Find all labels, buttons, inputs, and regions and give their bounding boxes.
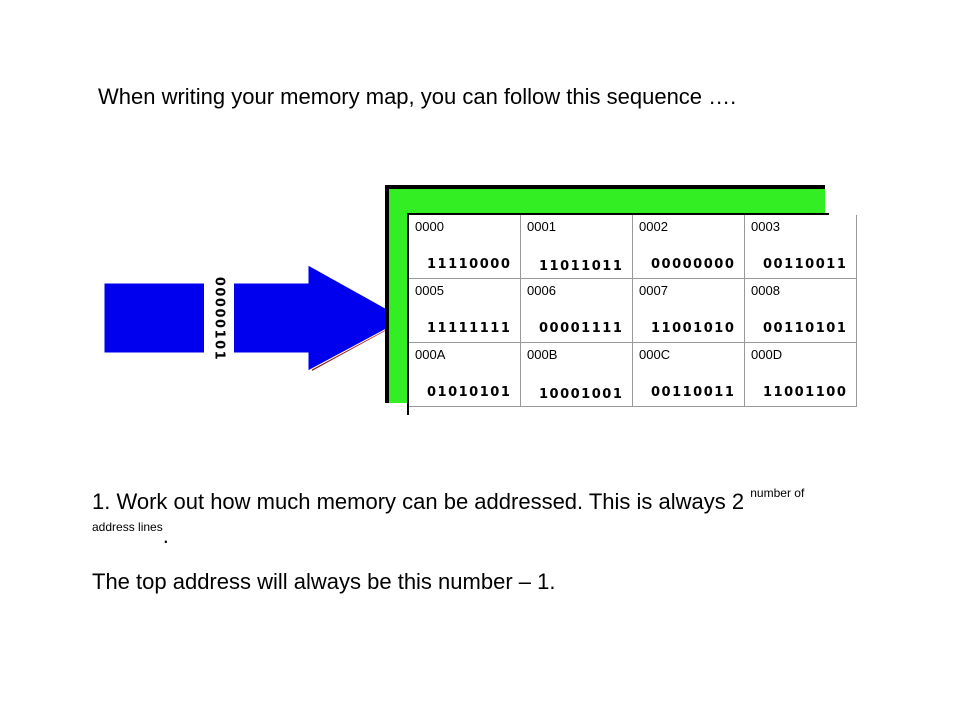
cell-address: 0008 [751,283,780,298]
cell-address: 000C [639,347,671,362]
cell-address: 0006 [527,283,556,298]
cell-value: 00001111 [539,321,624,336]
cell-address: 0002 [639,219,668,234]
intro-text: When writing your memory map, you can fo… [98,84,737,109]
cell-value: 11111111 [427,321,512,336]
step-one-end: . [162,523,169,548]
cell-address: 0000 [415,219,444,234]
step-one-text: 1. Work out how much memory can be addre… [92,489,751,514]
cell-address: 000A [415,347,446,362]
memory-cell: 0002 00000000 [633,215,745,279]
cell-address: 000D [751,347,783,362]
cell-value: 10001001 [539,387,624,402]
cell-value: 00110101 [763,321,848,336]
cell-address: 0003 [751,219,780,234]
cell-value: 01010101 [427,385,512,400]
memory-cell: 0006 00001111 [521,279,633,343]
memory-grid: 0000 11110000 0001 11011011 0002 0000000… [407,213,857,415]
step-two: The top address will always be this numb… [92,569,556,594]
memory-cell: 0005 11111111 [409,279,521,343]
memory-cell: 000C 00110011 [633,343,745,407]
cell-value: 11001010 [651,321,736,336]
memory-cell: 0000 11110000 [409,215,521,279]
memory-cell: 000A 01010101 [409,343,521,407]
steps: 1. Work out how much memory can be addre… [92,485,832,599]
cell-value: 11011011 [539,259,624,274]
address-bus-arrow: 00000101 [103,264,407,372]
memory-cell: 0003 00110011 [745,215,857,279]
cell-value: 11001100 [763,385,848,400]
memory-panel: 0000 11110000 0001 11011011 0002 0000000… [385,185,857,415]
cell-address: 0005 [415,283,444,298]
cell-value: 00000000 [651,257,736,272]
memory-map-figure: 00000101 0000 11110000 0001 11011011 000… [100,185,857,420]
cell-value: 00110011 [651,385,736,400]
cell-value: 11110000 [427,257,512,272]
step-one-exponent: number of address lines [92,486,805,534]
memory-cell: 0008 00110101 [745,279,857,343]
memory-cell: 000D 11001100 [745,343,857,407]
arrow-label: 00000101 [212,277,227,361]
cell-address: 0001 [527,219,556,234]
cell-value: 00110011 [763,257,848,272]
memory-cell: 0001 11011011 [521,215,633,279]
memory-cell: 000B 10001001 [521,343,633,407]
cell-address: 000B [527,347,558,362]
cell-address: 0007 [639,283,668,298]
step-one: 1. Work out how much memory can be addre… [92,485,832,553]
memory-cell: 0007 11001010 [633,279,745,343]
